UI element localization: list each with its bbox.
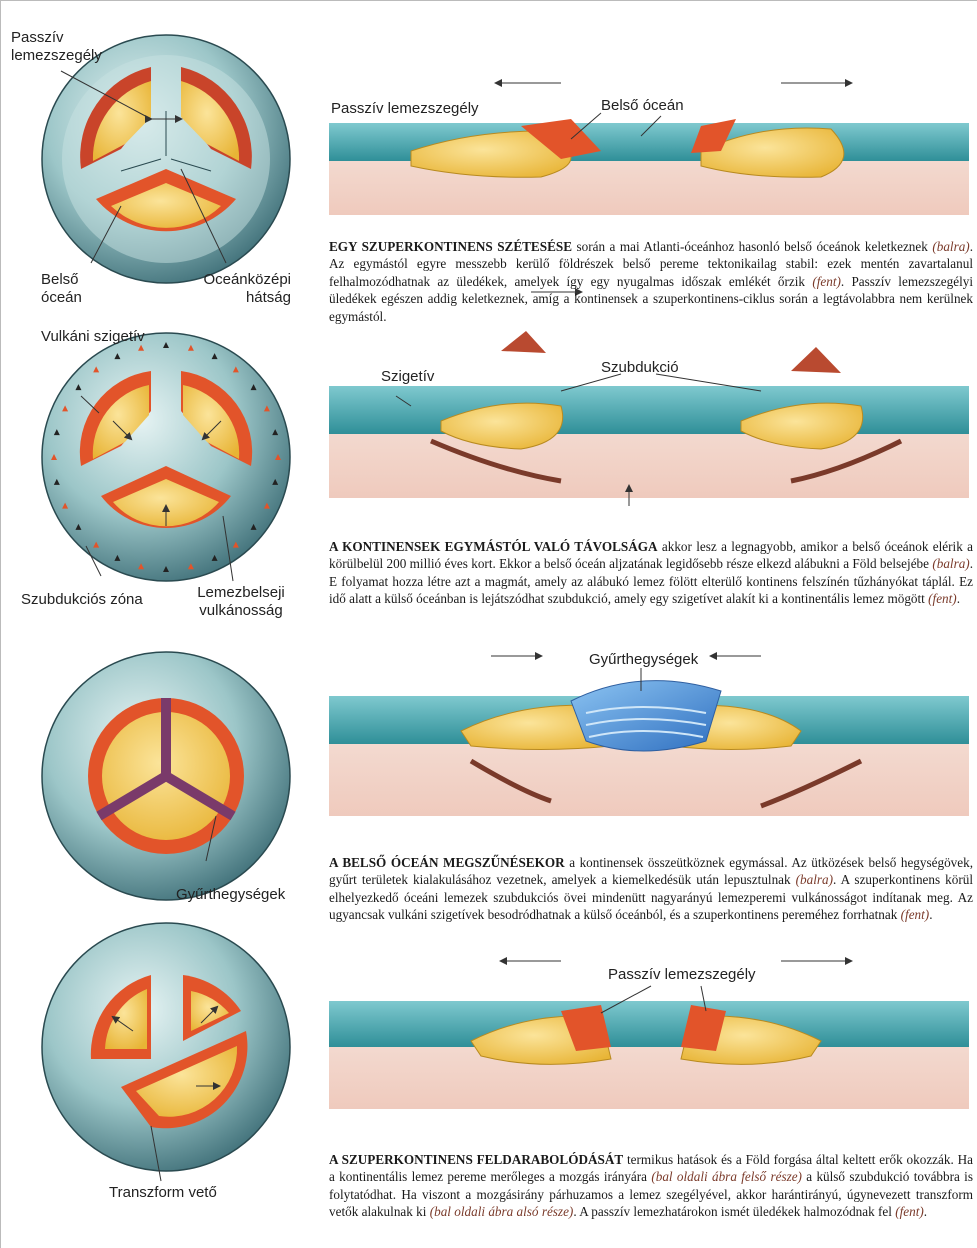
globe-2-diagram (42, 333, 290, 581)
caption-3-segment: (balra) (796, 872, 833, 887)
caption-1-segment: (fent) (812, 274, 841, 289)
globe-3-bottom-label: Gyűrthegységek (176, 886, 285, 904)
globe-3-diagram (42, 652, 290, 900)
caption-1-segment: (balra) (932, 239, 969, 254)
globe-1-top-label: Passzív lemezszegély (11, 29, 102, 65)
section-2-label-subduction: Szubdukció (601, 359, 679, 377)
globe-2-right-label: Lemezbelseji vulkánosság (186, 584, 296, 620)
caption-4-segment: (fent) (895, 1204, 924, 1219)
caption-2-segment: . (957, 591, 960, 606)
globe-2-left-label: Szubdukciós zóna (21, 591, 143, 609)
caption-2-heading: A KONTINENSEK EGYMÁSTÓL VALÓ TÁVOLSÁGA (329, 539, 658, 554)
cross-section-3 (329, 656, 969, 816)
caption-4-segment: . (924, 1204, 927, 1219)
globe-4-diagram (42, 923, 290, 1181)
section-4-label-passive: Passzív lemezszegély (608, 966, 756, 984)
globe-2-top-label: Vulkáni szigetív (41, 328, 145, 346)
caption-3-segment: . (929, 907, 932, 922)
caption-1-segment: során a mai Atlanti-óceánhoz hasonló bel… (572, 239, 932, 254)
caption-1-heading: EGY SZUPERKONTINENS SZÉTESÉSE (329, 239, 572, 254)
section-1-label-passive: Passzív lemezszegély (331, 100, 479, 118)
caption-4: A SZUPERKONTINENS FELDARABOLÓDÁSÁT termi… (329, 1151, 973, 1221)
caption-4-segment: . A passzív lemezhatárokon ismét üledéke… (573, 1204, 895, 1219)
section-2-label-island-arc: Szigetív (381, 368, 434, 386)
caption-3: A BELSŐ ÓCEÁN MEGSZŰNÉSEKOR a kontinense… (329, 854, 973, 924)
section-3-label-fold-mountains: Gyűrthegységek (589, 651, 698, 669)
caption-2-segment: (fent) (928, 591, 957, 606)
globe-4-bottom-label: Transzform vető (109, 1184, 217, 1202)
caption-3-heading: A BELSŐ ÓCEÁN MEGSZŰNÉSEKOR (329, 855, 565, 870)
section-1-label-inner-ocean: Belső óceán (601, 97, 684, 115)
globe-1-left-label: Belső óceán (41, 271, 82, 307)
globe-1-diagram (42, 35, 290, 283)
caption-4-segment: (bal oldali ábra alsó része) (430, 1204, 574, 1219)
caption-1: EGY SZUPERKONTINENS SZÉTESÉSE során a ma… (329, 238, 973, 325)
caption-2-segment: (balra) (932, 556, 969, 571)
caption-4-heading: A SZUPERKONTINENS FELDARABOLÓDÁSÁT (329, 1152, 623, 1167)
globe-1-right-label: Oceánközépi hátság (181, 271, 291, 307)
caption-4-segment: (bal oldali ábra felső része) (651, 1169, 802, 1184)
caption-3-segment: (fent) (901, 907, 930, 922)
caption-2: A KONTINENSEK EGYMÁSTÓL VALÓ TÁVOLSÁGA a… (329, 538, 973, 608)
